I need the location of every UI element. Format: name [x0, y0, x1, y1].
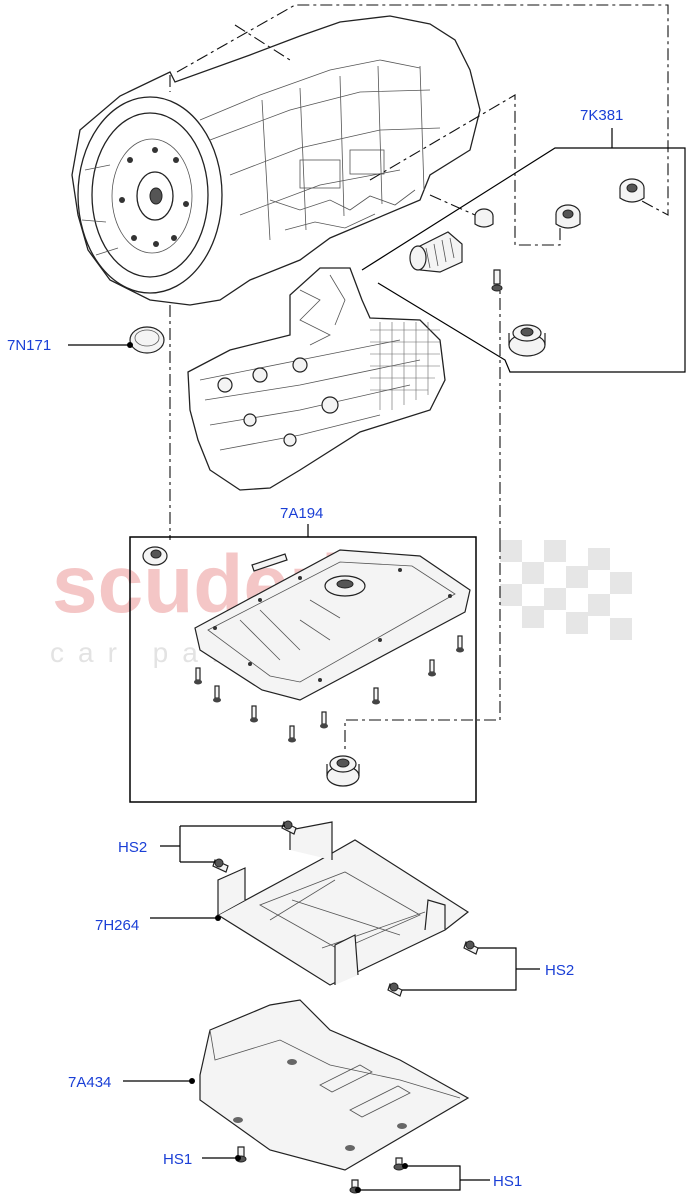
7k381-group [361, 128, 686, 373]
leader-dot-7h264 [215, 915, 221, 921]
plug-lower [508, 324, 546, 357]
leader-hs1-right [358, 1165, 490, 1191]
oil-pan [194, 549, 471, 701]
plug-large [409, 231, 463, 273]
plug-small [474, 208, 494, 228]
callout-hs2-right: HS2 [545, 962, 574, 979]
leader-dot-7n171 [127, 342, 133, 348]
callout-hs1-right: HS1 [493, 1173, 522, 1190]
valve-body [187, 267, 446, 491]
bolt-small [491, 269, 503, 292]
plug-right [619, 178, 645, 203]
hs2-bolts-top [212, 820, 297, 873]
oil-pan-bolts [194, 635, 464, 743]
assembly-lines [169, 4, 669, 750]
7h264-bracket [216, 821, 470, 986]
callout-7a194: 7A194 [280, 505, 323, 522]
transmission-assembly [71, 15, 481, 306]
oil-pan-magnet-strip [251, 553, 288, 572]
oil-pan-kit-box [129, 536, 477, 803]
callout-7h264: 7H264 [95, 917, 139, 934]
callout-hs2-top: HS2 [118, 839, 147, 856]
leader-dot-hs1-right-b [355, 1187, 361, 1193]
callout-7n171: 7N171 [7, 337, 51, 354]
leader-dot-7a434 [189, 1078, 195, 1084]
leader-hs2-top [179, 825, 285, 863]
callout-hs1-left: HS1 [163, 1151, 192, 1168]
7n171-cap [129, 326, 165, 354]
oil-pan-gasket-grommet [142, 546, 168, 566]
callout-7k381: 7K381 [580, 107, 623, 124]
plug-medium [555, 204, 581, 229]
hs2-bolts-right [387, 940, 479, 997]
7a434-skid-plate [199, 999, 470, 1171]
leader-dot-hs1-left [235, 1155, 241, 1161]
leader-hs2-right [402, 947, 517, 991]
checkered-flag-watermark [500, 540, 632, 640]
drain-plug [326, 755, 360, 787]
leader-dot-hs1-right-a [402, 1163, 408, 1169]
callout-7a434: 7A434 [68, 1074, 111, 1091]
